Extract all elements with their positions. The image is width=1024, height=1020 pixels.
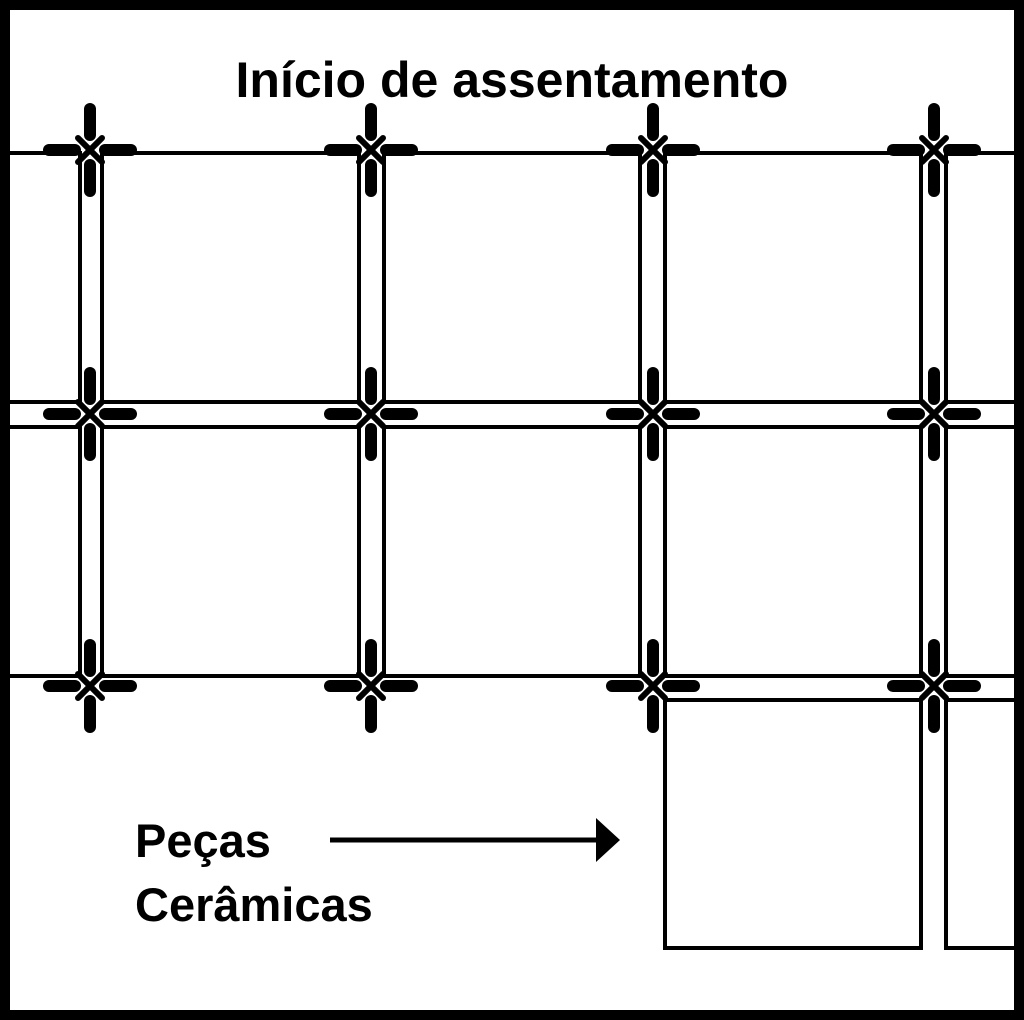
ceramic-tile (100, 151, 361, 404)
ceramic-tile (382, 425, 642, 678)
diagram-title: Início de assentamento (236, 52, 789, 108)
ceramic-tile (663, 698, 923, 950)
ceramic-tile (100, 425, 361, 678)
ceramic-tile (10, 151, 82, 404)
ceramic-tile (663, 425, 923, 678)
arrow-right-icon (330, 818, 620, 862)
ceramic-pieces-label-line-1: Peças (135, 814, 271, 867)
ceramic-tile (944, 151, 1014, 404)
ceramic-tile (944, 425, 1014, 678)
ceramic-tile (663, 151, 923, 404)
ceramic-pieces-label-line-2: Cerâmicas (135, 878, 373, 931)
ceramic-tile (10, 425, 82, 678)
ceramic-tile (382, 151, 642, 404)
tile-grid (10, 151, 1014, 950)
ceramic-tile (944, 698, 1014, 950)
